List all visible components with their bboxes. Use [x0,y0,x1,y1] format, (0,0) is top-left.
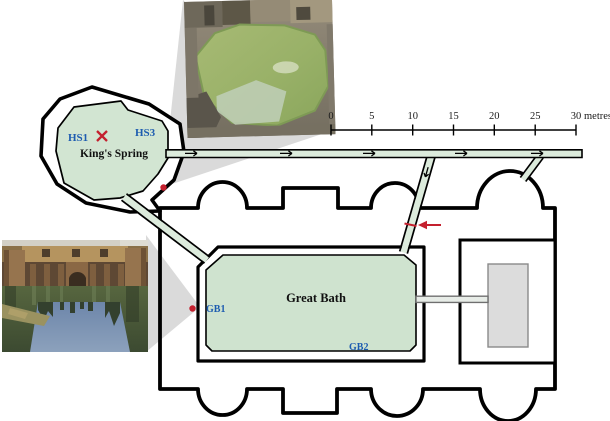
red-sample-dash [404,222,417,227]
sample-x-marker-hs1 [96,130,108,142]
label-gb1: GB1 [206,304,225,315]
scale-tick-5: 5 [369,111,374,122]
flow-arrow-icon [280,150,293,157]
great-bath-hall-outline [158,169,557,421]
red-dot-gb1 [189,305,196,312]
scale-unit: metres [584,111,610,122]
flow-arrow-icon [185,150,198,157]
label-hs3: HS3 [135,127,156,139]
channel-bath-to-east-block [415,295,489,304]
kings-spring-pool [55,100,169,201]
flow-arrow-icon [531,150,544,157]
great-bath-pool [205,254,417,352]
red-markers [96,130,441,312]
scale-tick-10: 10 [407,111,418,122]
scale-tick-20: 20 [489,111,500,122]
scale-tick-25: 25 [530,111,541,122]
red-arrow-left [418,220,441,230]
label-hs1: HS1 [68,132,88,144]
channel-drain-to-bath [398,153,437,254]
channel-spring-to-bath [120,193,211,264]
red-dot-spring-outflow [160,184,167,191]
flow-arrow-icon [363,150,376,157]
east-room-block [487,263,529,348]
photo-great-bath [2,240,148,352]
scale-bar: 0 5 10 15 20 25 30 metres [328,111,610,136]
flow-arrow-icon-diagonal [423,167,430,178]
label-gb2: GB2 [349,342,368,353]
label-great-bath: Great Bath [286,291,346,305]
scale-tick-0: 0 [328,111,333,122]
scale-tick-30: 30 [571,111,582,122]
label-kings-spring: King's Spring [80,148,148,160]
scale-tick-15: 15 [448,111,459,122]
photo-kings-spring [184,0,336,138]
flow-arrows [185,150,544,178]
flow-arrow-icon [455,150,468,157]
